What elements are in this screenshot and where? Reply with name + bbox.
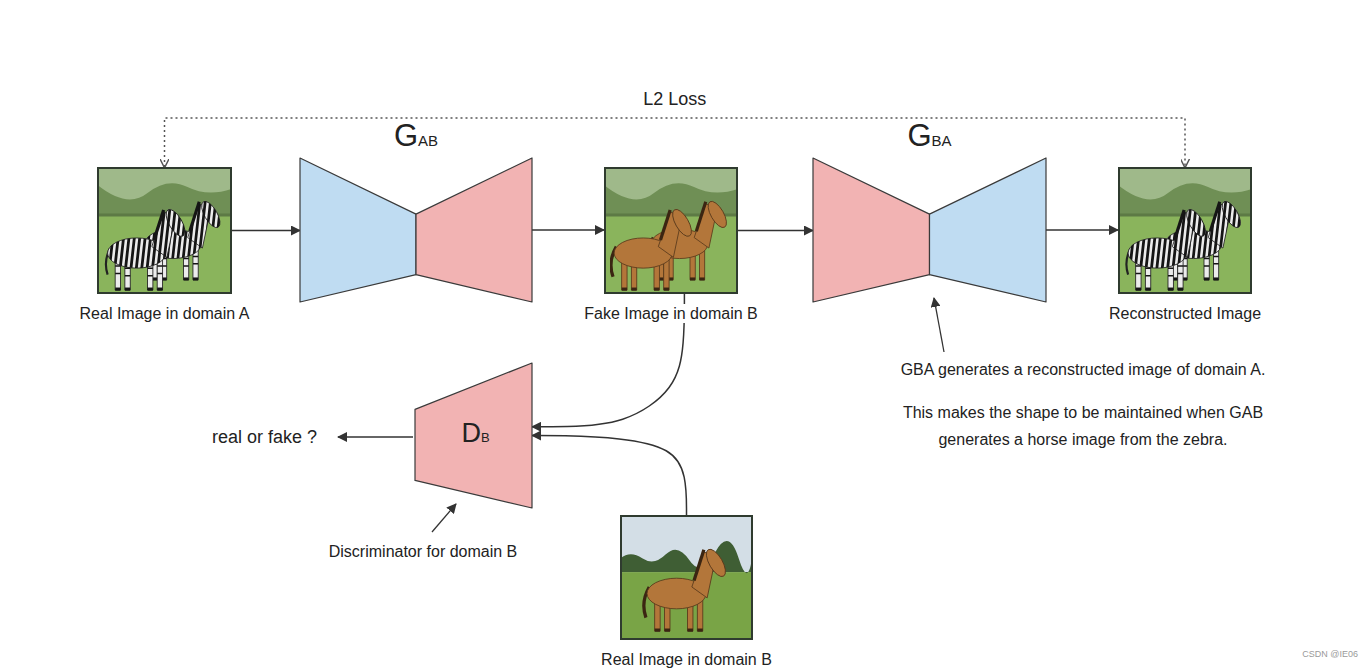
trapezoid xyxy=(930,158,1047,302)
trapezoid xyxy=(415,363,532,508)
shape-outline xyxy=(300,158,532,302)
image-frame: Real Image in domain B xyxy=(620,515,753,640)
generator-shape: GBA xyxy=(813,158,1046,302)
image-caption: Real Image in domain A xyxy=(77,304,253,323)
image-frame: Real Image in domain A xyxy=(97,167,232,294)
watermark: CSDN @IE06 xyxy=(1302,649,1358,660)
zebra-photo xyxy=(1116,167,1253,294)
generator-label: GBA xyxy=(907,119,951,158)
trapezoid xyxy=(300,158,416,302)
output-label: real or fake ? xyxy=(212,426,317,449)
horse-photo xyxy=(621,515,753,640)
annotation: GBA generates a reconstructed image of d… xyxy=(901,360,1266,380)
discriminator-label: DB xyxy=(457,418,489,453)
trapezoid xyxy=(813,158,930,302)
annotation: This makes the shape to be maintained wh… xyxy=(868,399,1298,453)
flow-arrow xyxy=(232,230,300,232)
edge-label: L2 Loss xyxy=(639,88,710,110)
shape-outline xyxy=(813,158,1046,302)
flow-arrow xyxy=(532,229,604,231)
zebra-photo xyxy=(96,167,233,294)
image-frame: Reconstructed Image xyxy=(1118,167,1252,294)
flow-arrow xyxy=(738,230,813,232)
image-caption: Real Image in domain B xyxy=(598,650,775,668)
loss-connector xyxy=(165,118,1186,167)
image-caption: Reconstructed Image xyxy=(1106,304,1264,323)
output-arrow xyxy=(338,436,413,438)
image-caption: Fake Image in domain B xyxy=(581,304,760,323)
discriminator-shape: DB xyxy=(415,363,532,508)
generator-label: GAB xyxy=(394,119,438,158)
leader-arrow xyxy=(432,504,456,532)
generator-shape: GAB xyxy=(300,158,532,302)
leader-arrow xyxy=(934,298,944,352)
horse-photo xyxy=(604,167,738,294)
image-frame: Fake Image in domain B xyxy=(604,167,738,294)
trapezoid xyxy=(416,158,532,302)
flow-arrow xyxy=(532,436,687,516)
flow-arrow xyxy=(1046,229,1118,231)
annotation: Discriminator for domain B xyxy=(329,542,518,562)
